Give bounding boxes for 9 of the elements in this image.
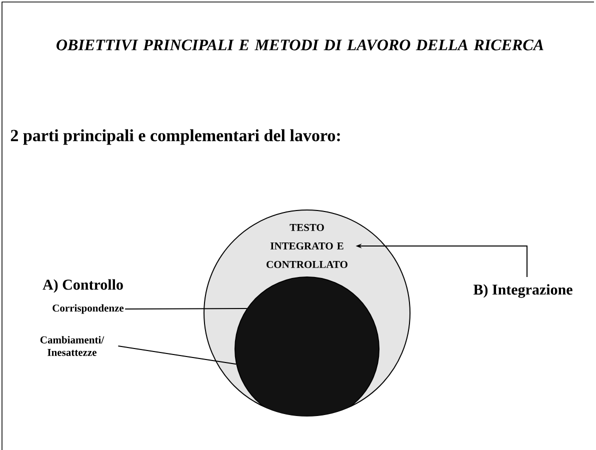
label-text: Cambiamenti/ Inesattezze (40, 336, 104, 356)
inner-circle (234, 276, 380, 416)
title: OBIETTIVI PRINCIPALI E METODI DI LAVORO DELLA RICERCA (56, 40, 544, 50)
leader-line (118, 346, 237, 365)
label-text: Corrispondenze (52, 304, 124, 314)
leader-line (124, 308, 248, 310)
label-text: B) Integrazione (473, 284, 572, 298)
section-label: A) Controllo (42, 279, 123, 293)
subtitle: 2 parti principali e complementari del lavoro: (10, 129, 340, 145)
